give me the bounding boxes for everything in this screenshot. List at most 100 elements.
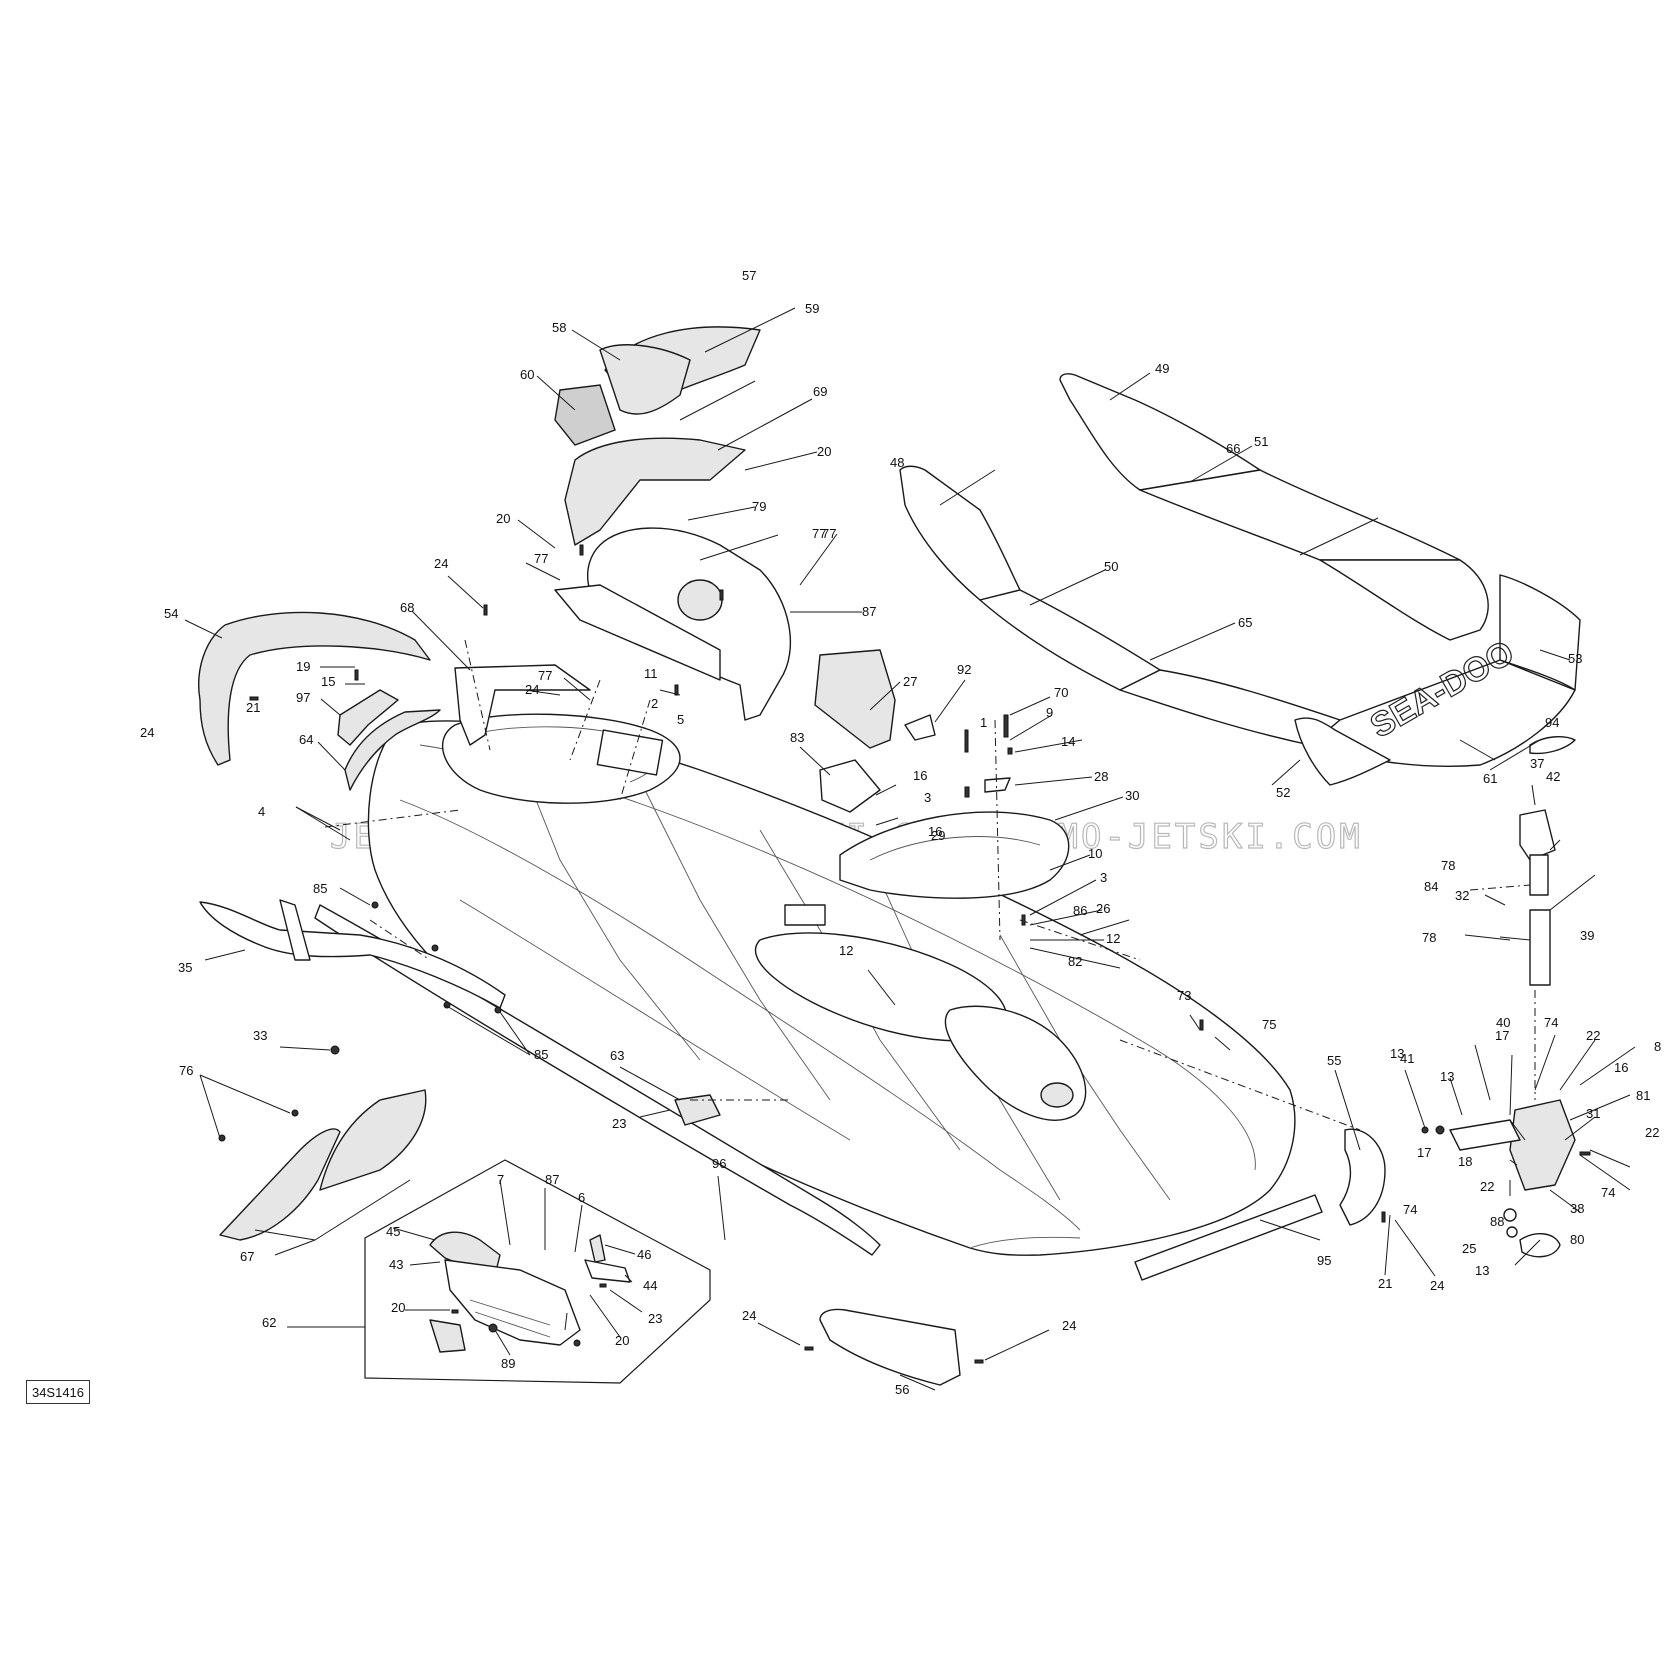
callout: 1 (980, 715, 987, 730)
callout: 9 (1046, 705, 1053, 720)
callout: 77 (538, 668, 552, 683)
callout: 20 (817, 444, 831, 459)
rub-rail-rear (1134, 1194, 1323, 1281)
callout: 43 (389, 1257, 403, 1272)
panel-60 (554, 384, 616, 446)
callout: 13 (1390, 1046, 1404, 1061)
callout: 5 (677, 712, 684, 727)
callout: 38 (1570, 1201, 1584, 1216)
callout: 22 (1480, 1179, 1494, 1194)
callout: 56 (895, 1382, 909, 1397)
callout: 12 (839, 943, 853, 958)
callout: 29 (931, 828, 945, 843)
callout: 40 (1496, 1015, 1510, 1030)
callout: 30 (1125, 788, 1139, 803)
callout: 69 (813, 384, 827, 399)
callout: 20 (391, 1300, 405, 1315)
callout: 65 (1238, 615, 1252, 630)
callout: 13 (1475, 1263, 1489, 1278)
console-bracket (554, 584, 721, 681)
gauge-housing-58 (599, 344, 691, 415)
callout: 59 (805, 301, 819, 316)
pump-body-38 (1509, 1099, 1576, 1191)
callout: 22 (1586, 1028, 1600, 1043)
callout: 35 (178, 960, 192, 975)
tube-39 (1529, 909, 1551, 986)
fairing-68 (454, 664, 591, 746)
callout: 39 (1580, 928, 1594, 943)
callout: 85 (313, 881, 327, 896)
callout: 82 (1068, 954, 1082, 969)
callout: 74 (1544, 1015, 1558, 1030)
callout: 16 (913, 768, 927, 783)
callout: 24 (742, 1308, 756, 1323)
inset-group-62 (364, 1159, 711, 1384)
callout: 21 (1378, 1276, 1392, 1291)
handlebar-cover-69 (564, 437, 746, 546)
side-panel-left (219, 1128, 341, 1241)
mat-52 (1294, 717, 1391, 786)
callout: 31 (1586, 1106, 1600, 1121)
washer-25 (1506, 1226, 1518, 1238)
callout: 46 (637, 1247, 651, 1262)
callout: 60 (520, 367, 534, 382)
mat-50 (979, 589, 1161, 691)
callout: 58 (552, 320, 566, 335)
callout: 84 (1424, 879, 1438, 894)
callout: 7 (497, 1172, 504, 1187)
callout: 78 (1441, 858, 1455, 873)
callout: 2 (651, 696, 658, 711)
storage-bin-27 (814, 649, 896, 749)
insert-94 (1529, 736, 1576, 755)
callout: 95 (1317, 1253, 1331, 1268)
callout: 16 (928, 824, 942, 839)
callout: 81 (1636, 1088, 1650, 1103)
callout: 51 (1254, 434, 1268, 449)
callout: 74 (1403, 1202, 1417, 1217)
bumper-56 (819, 1308, 961, 1386)
callout: 67 (240, 1249, 254, 1264)
ring-80 (1519, 1233, 1561, 1258)
side-panel-right (319, 1089, 427, 1191)
callout: 27 (903, 674, 917, 689)
callout: 14 (1061, 734, 1075, 749)
cover-plate (429, 1319, 466, 1353)
callout: 42 (1546, 769, 1560, 784)
callout: 33 (253, 1028, 267, 1043)
front-trim-64 (344, 709, 441, 791)
callout: 80 (1570, 1232, 1584, 1247)
callout: 32 (1455, 888, 1469, 903)
callout: 77 (812, 526, 826, 541)
callout: 22 (1645, 1125, 1659, 1140)
callout: 73 (1177, 988, 1191, 1003)
callout: 18 (1458, 1154, 1472, 1169)
callout-labels: 1 2 3 3 4 5 6 7 9 10 11 12 12 13 13 13 1… (140, 268, 1661, 1397)
callout: 23 (612, 1116, 626, 1131)
callout: 63 (610, 1048, 624, 1063)
callout: 86 (1073, 903, 1087, 918)
cover-92 (904, 714, 936, 741)
mat-51 (1139, 469, 1461, 561)
bracket-97 (337, 689, 399, 746)
callout: 3 (924, 790, 931, 805)
callout: 48 (890, 455, 904, 470)
callout: 10 (1088, 846, 1102, 861)
callout: 3 (1100, 870, 1107, 885)
callout: 50 (1104, 559, 1118, 574)
front-bumper (199, 901, 506, 1009)
grab-handle-30 (839, 811, 1070, 899)
figure-id-box: 34S1416 (26, 1380, 90, 1404)
stern-parts (1339, 809, 1576, 1258)
callout: 24 (140, 725, 154, 740)
callout: 41 (1400, 1051, 1414, 1066)
callout: 37 (1530, 756, 1544, 771)
callout: 15 (321, 674, 335, 689)
callout: 24 (1062, 1318, 1076, 1333)
callout: 68 (400, 600, 414, 615)
callout: 6 (578, 1190, 585, 1205)
callout: 77 (822, 526, 836, 541)
callout: 23 (648, 1311, 662, 1326)
callout: 70 (1054, 685, 1068, 700)
callout: 24 (525, 682, 539, 697)
callout: 49 (1155, 361, 1169, 376)
